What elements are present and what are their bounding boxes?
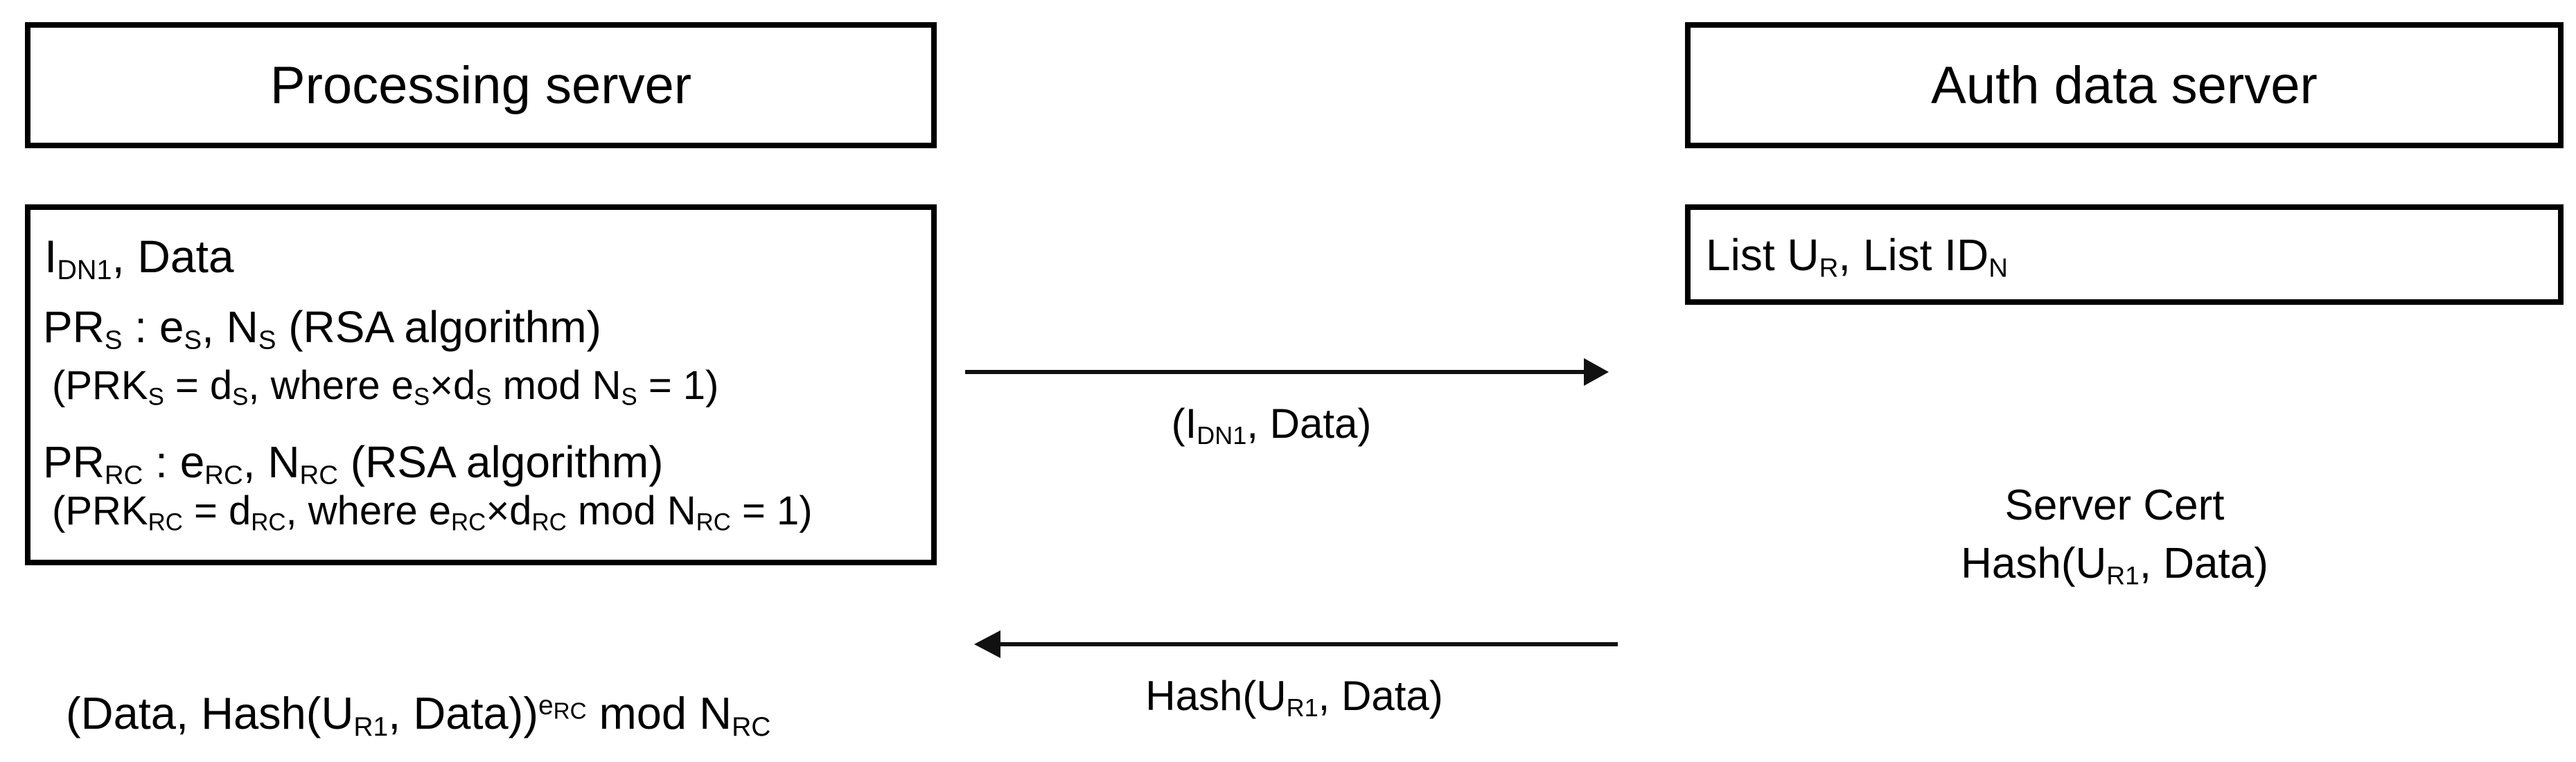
arrow-request-right <box>965 358 1609 386</box>
processing-server-box: Processing server <box>25 22 937 148</box>
response-message-label: Hash(UR1, Data) <box>1145 673 1443 722</box>
signed-data-formula: (Data, Hash(UR1, Data))eRC mod NRC <box>66 688 771 742</box>
auth-server-lists-box: List UR, List IDN <box>1685 204 2564 305</box>
server-cert-note: Server Cert Hash(UR1, Data) <box>1961 477 2268 593</box>
auth-data-server-title: Auth data server <box>1931 55 2318 115</box>
processing-server-title: Processing server <box>270 55 692 115</box>
request-message-label: (IDN1, Data) <box>1171 400 1372 450</box>
detail-line-public-key-rc: PRRC : eRC, NRC (RSA algorithm) <box>43 437 664 490</box>
auth-data-server-box: Auth data server <box>1685 22 2564 148</box>
auth-server-lists-text: List UR, List IDN <box>1706 229 2008 283</box>
arrow-response-head-icon <box>974 630 1000 658</box>
detail-line-private-key-s: (PRKS = dS, where eS×dS mod NS = 1) <box>52 363 719 411</box>
server-cert-note-line1: Server Cert <box>2004 481 2225 529</box>
detail-line-private-key-rc: (PRKRC = dRC, where eRC×dRC mod NRC = 1) <box>52 488 813 536</box>
server-cert-note-line2: Hash(UR1, Data) <box>1961 540 2268 590</box>
detail-line-public-key-s: PRS : eS, NS (RSA algorithm) <box>43 302 601 355</box>
arrow-request-head-icon <box>1584 358 1609 386</box>
detail-line-identity: IDN1, Data <box>44 231 234 285</box>
arrow-response-left <box>974 630 1618 658</box>
processing-server-details-box: IDN1, Data PRS : eS, NS (RSA algorithm) … <box>25 204 937 565</box>
